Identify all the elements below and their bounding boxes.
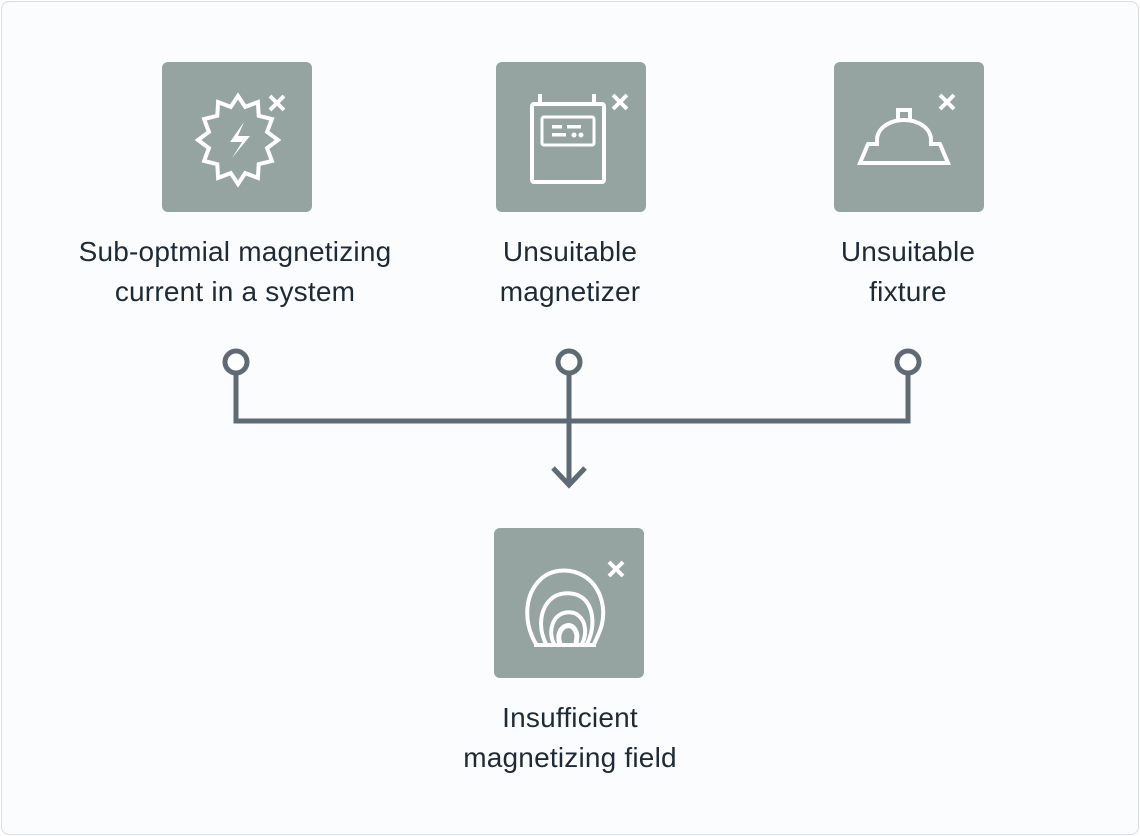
cause-label-fixture-line2: fixture	[869, 276, 947, 307]
cause-label-current-line2: current in a system	[114, 276, 356, 307]
starburst-lightning-x-icon	[162, 62, 312, 212]
effect-label-line2: magnetizing field	[463, 742, 677, 773]
magnetizer-device-x-icon	[496, 62, 646, 212]
cause-label-current: Sub-optmial magnetizing current in a sys…	[25, 232, 445, 312]
effect-label-line1: Insufficient	[502, 702, 638, 733]
cause-label-magnetizer-line2: magnetizer	[499, 276, 641, 307]
effect-label: Insufficient magnetizing field	[360, 698, 780, 778]
magnetic-field-x-icon	[494, 528, 644, 678]
cause-label-magnetizer: Unsuitable magnetizer	[360, 232, 780, 312]
cause-label-current-line1: Sub-optmial magnetizing	[78, 236, 392, 267]
cause-label-fixture-line1: Unsuitable	[840, 236, 976, 267]
cause-label-magnetizer-line1: Unsuitable	[502, 236, 638, 267]
fixture-x-icon	[834, 62, 984, 212]
cause-label-fixture: Unsuitable fixture	[698, 232, 1118, 312]
